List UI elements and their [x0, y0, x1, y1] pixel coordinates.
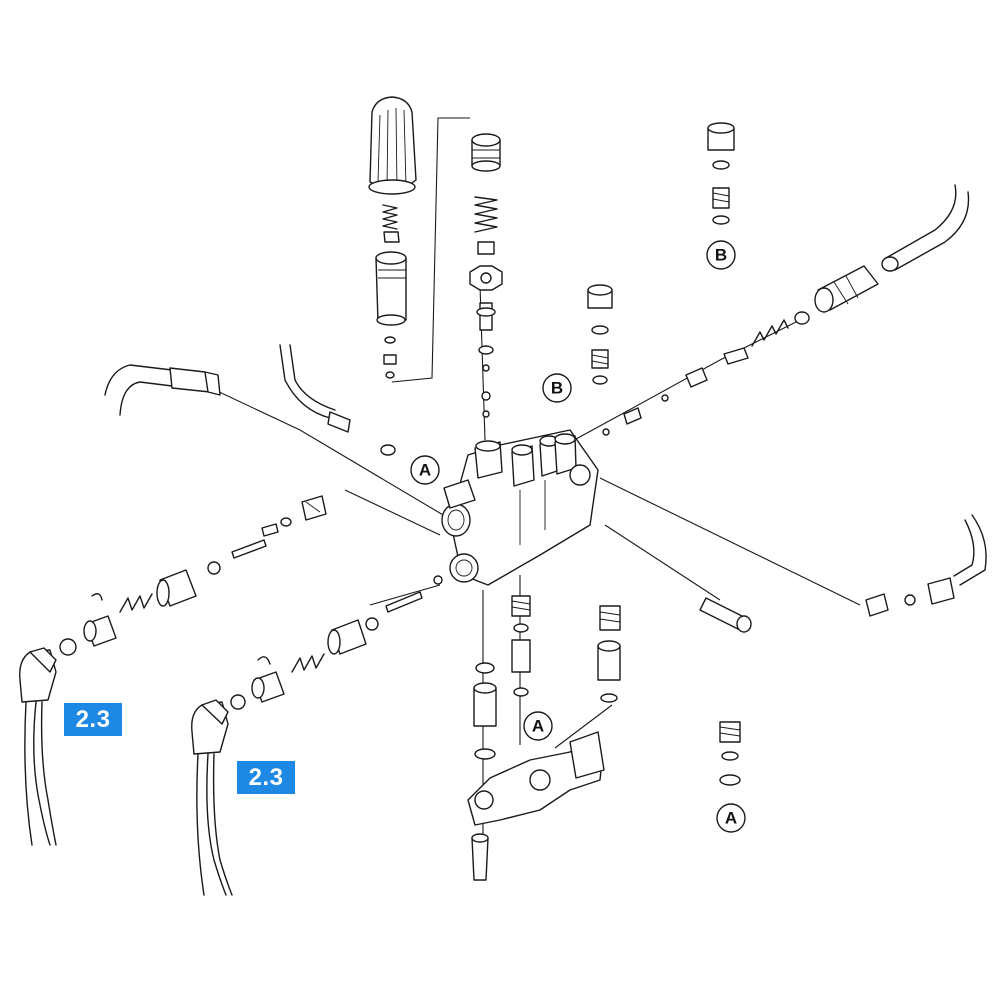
callout-a-right-label: A: [725, 809, 737, 828]
inlet-housing-bracket: [467, 731, 605, 826]
lower-check-chain: [230, 575, 443, 710]
left-hose-wire: [279, 344, 476, 509]
part-ref-badge-right[interactable]: 2.3: [237, 761, 295, 794]
unloader-parts: [469, 241, 503, 418]
unloader-spring: [474, 196, 498, 233]
callout-a-right: A: [716, 803, 746, 833]
upper-check-chain: [59, 495, 327, 656]
callout-a-upper: A: [410, 455, 440, 485]
callout-a-lower-label: A: [532, 717, 544, 736]
adjuster-spring-small: [382, 204, 400, 243]
pump-manifold: [441, 429, 599, 586]
center-valve-cap: [587, 284, 613, 385]
right-spring-chain: [602, 311, 810, 436]
right-bypass-hose: [865, 514, 987, 617]
right-hose-coupling: [814, 265, 879, 313]
left-outlet-hose: [104, 364, 221, 416]
sensor-plug-left: [19, 647, 57, 846]
callout-b-center-label: B: [551, 379, 563, 398]
right-inlet-hose: [881, 184, 970, 272]
top-right-plug: [707, 122, 735, 225]
adjuster-small-parts: [383, 336, 397, 379]
adjuster-stem: [375, 251, 407, 326]
callout-a-upper-label: A: [419, 461, 431, 480]
bottom-bolt: [471, 833, 489, 881]
unloader-cap-nut: [471, 133, 501, 172]
part-ref-badge-left[interactable]: 2.3: [64, 703, 122, 736]
callout-b-center: B: [542, 373, 572, 403]
callout-b-top-right-label: B: [715, 246, 727, 265]
callout-b-top-right: B: [706, 240, 736, 270]
right-bolt: [699, 597, 752, 633]
lower-right-valves: [597, 605, 741, 786]
callout-a-lower: A: [523, 711, 553, 741]
sensor-plug-right: [191, 699, 233, 896]
pressure-adjust-knob: [368, 96, 417, 195]
lower-center-valves: [473, 595, 531, 760]
